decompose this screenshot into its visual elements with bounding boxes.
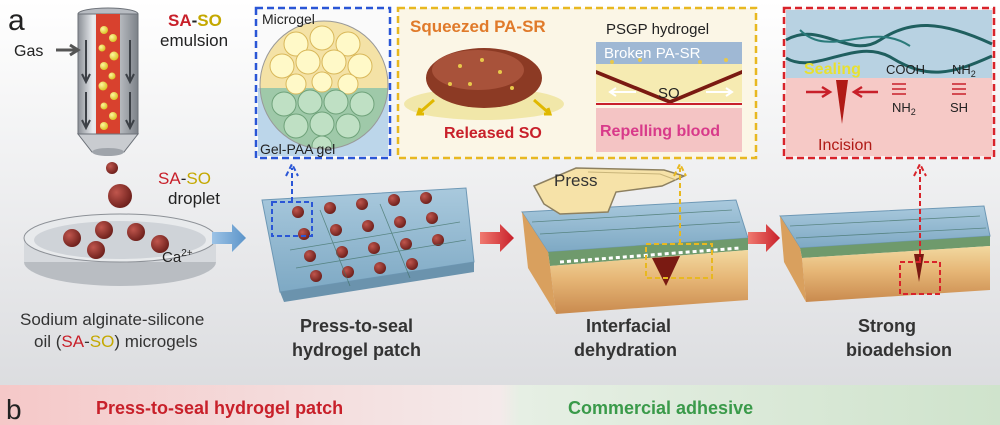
psgp-label: PSGP hydrogel — [606, 21, 709, 38]
small-droplet — [106, 162, 118, 174]
falling-droplet — [108, 184, 132, 208]
emulsion-beads — [98, 26, 119, 130]
squeezed-title: Squeezed PA-SR — [410, 17, 546, 36]
coaxial-nozzle — [76, 7, 140, 156]
repelling-blood-label: Repelling blood — [600, 123, 720, 140]
incision-wedge — [836, 80, 848, 124]
emulsion-label: SA-SO — [168, 11, 222, 30]
dehydration-caption-line1: Interfacial — [586, 316, 671, 336]
patch-caption-line1: Press-to-seal — [300, 316, 413, 336]
hydrogel-patch — [261, 187, 475, 302]
gas-flow-arrows — [81, 40, 135, 131]
hbond-right — [952, 83, 966, 95]
hbond-left — [892, 83, 906, 95]
bio-zoom-arrow — [913, 161, 927, 262]
seal-arrow-right — [851, 85, 878, 99]
squeezed-microgel — [404, 48, 564, 120]
released-so-label: Released SO — [444, 125, 542, 142]
patch-zoom-arrow — [285, 161, 299, 202]
emulsion-word: emulsion — [160, 31, 228, 50]
petri-dish — [23, 213, 217, 286]
polymer-chain-2 — [785, 49, 993, 74]
process-arrow-3 — [748, 224, 780, 252]
droplet-label: SA-SO — [158, 169, 211, 188]
nh2-bottom-label: NH2 — [892, 100, 916, 117]
incision-label: Incision — [818, 137, 872, 154]
patch-caption-line2: hydrogel patch — [292, 340, 421, 360]
droplet-word: droplet — [168, 189, 220, 208]
bioadhesion-caption-line2: bioadehsion — [846, 340, 952, 360]
gel-paa-label: Gel-PAA gel — [260, 141, 335, 157]
nh2-top-label: NH2 — [952, 62, 976, 79]
col1-caption-line2: oil (SA-SO) microgels — [34, 332, 197, 351]
microgel-outline — [259, 20, 389, 150]
sh-label: SH — [950, 100, 968, 115]
bioadhesion-caption-line1: Strong — [858, 316, 916, 336]
tissue-block-3 — [521, 199, 749, 314]
gas-label: Gas — [14, 43, 43, 60]
broken-pa-sr-label: Broken PA-SR — [604, 45, 701, 62]
so-label: SO — [658, 85, 680, 102]
polymer-chain-3 — [799, 29, 911, 47]
col1-caption-line1: Sodium alginate-silicone — [20, 310, 204, 329]
dehydration-caption-line2: dehydration — [574, 340, 677, 360]
tissue-block-4 — [779, 205, 991, 302]
press-zoom-arrow — [673, 161, 687, 244]
pressing-hand — [532, 167, 687, 215]
panel-b-label: b — [6, 394, 22, 425]
process-arrow-1 — [212, 224, 246, 252]
panel-a-label: a — [8, 4, 25, 37]
panel-b-right-title: Commercial adhesive — [568, 398, 753, 418]
panel-b-left-title: Press-to-seal hydrogel patch — [96, 398, 343, 418]
cooh-label: COOH — [886, 62, 925, 77]
press-label: Press — [554, 171, 597, 190]
microgel-cross-section — [260, 21, 388, 149]
sealing-inset-upper — [786, 10, 992, 78]
polymer-chain-1 — [785, 24, 993, 48]
psgp-cross-section — [596, 42, 742, 152]
calcium-label: Ca2+ — [162, 248, 193, 266]
panel-b-background — [0, 385, 1000, 425]
sealing-label: Sealing — [804, 61, 861, 78]
microgel-label: Microgel — [262, 11, 315, 27]
process-arrow-2 — [480, 224, 514, 252]
gas-inlet-arrow — [56, 43, 81, 57]
seal-arrow-left — [806, 85, 833, 99]
